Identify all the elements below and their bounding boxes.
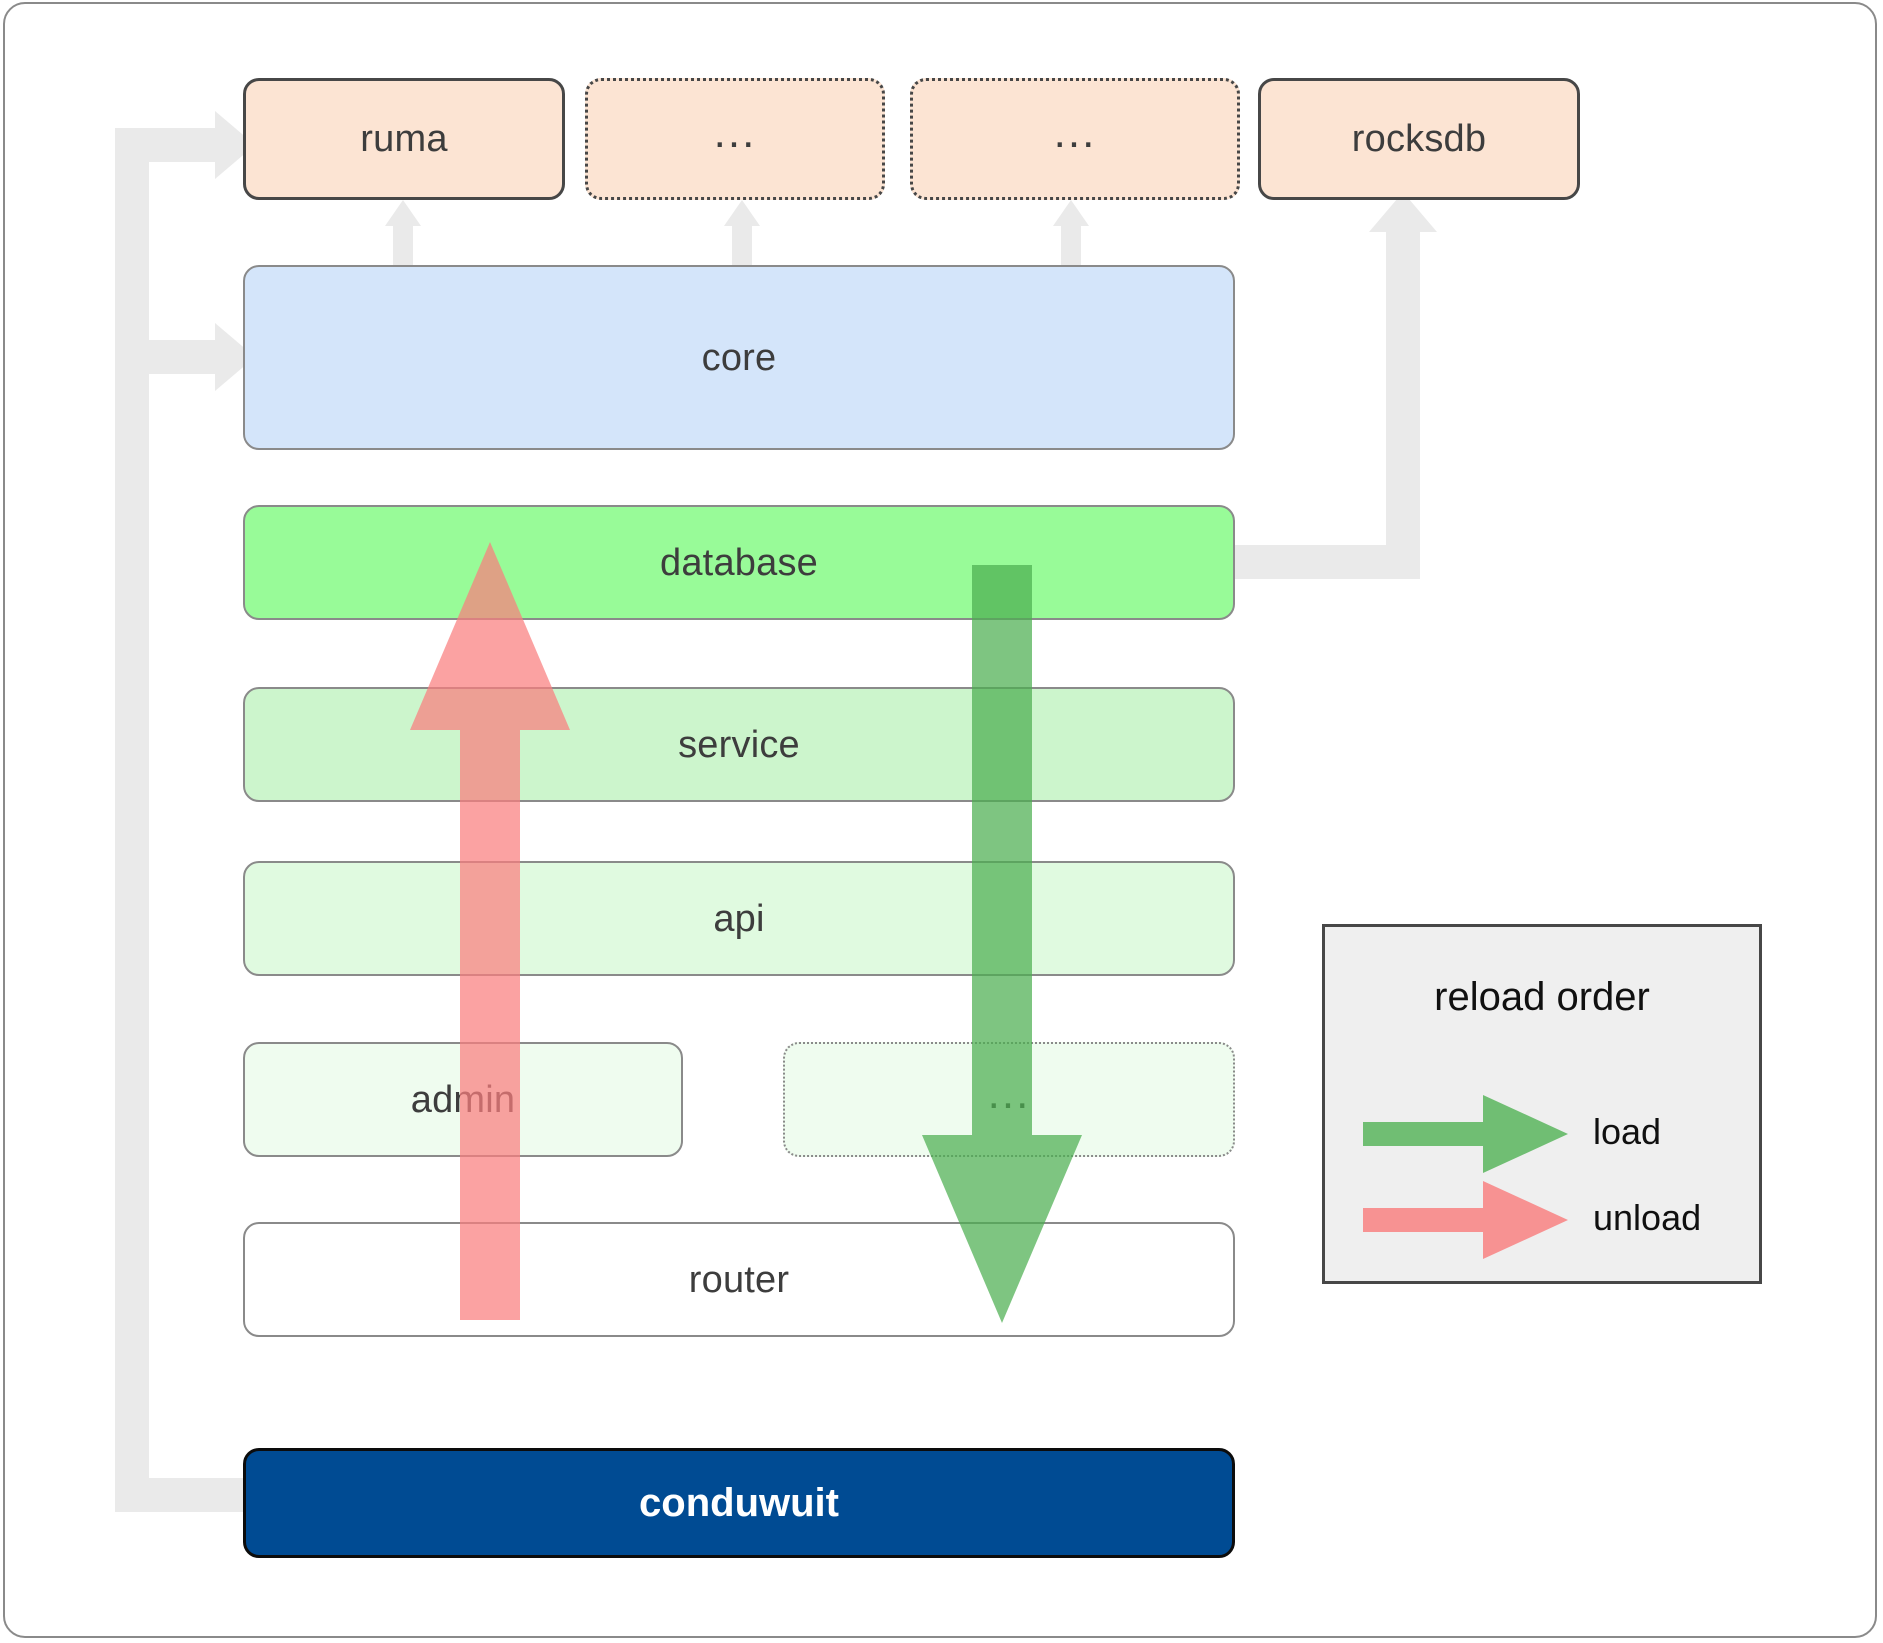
layer-label: service: [678, 723, 800, 766]
app-box-conduwuit[interactable]: conduwuit: [243, 1448, 1235, 1558]
layer-label: router: [688, 1258, 790, 1301]
dependency-label: ruma: [360, 118, 448, 160]
connector-trunk: [115, 128, 149, 1512]
core-to-dep2-head-icon: [724, 200, 760, 226]
connector-branch-ruma: [115, 128, 215, 162]
layer-label: database: [660, 541, 818, 584]
app-label: conduwuit: [639, 1480, 839, 1525]
dependency-box-rocksdb[interactable]: rocksdb: [1258, 78, 1580, 200]
core-to-dep3-stem: [1061, 225, 1081, 265]
legend-title: reload order: [1434, 975, 1650, 1019]
layer-box-database[interactable]: database: [243, 505, 1235, 620]
dependency-label: ...: [713, 108, 757, 157]
core-box[interactable]: core: [243, 265, 1235, 450]
layer-box-router[interactable]: router: [243, 1222, 1235, 1337]
core-label: core: [701, 336, 777, 379]
dependency-label: ...: [1053, 108, 1097, 157]
load-flow-arrow: [892, 565, 1112, 1335]
dependency-label: rocksdb: [1351, 118, 1487, 160]
core-to-dep2-stem: [732, 225, 752, 265]
legend-panel: reload order load unload: [1322, 924, 1762, 1284]
legend-unload-arrow-icon: [1363, 1181, 1568, 1259]
core-to-dep3-head-icon: [1053, 200, 1089, 226]
dependency-box-ruma[interactable]: ruma: [243, 78, 565, 200]
core-to-ruma-stem: [393, 225, 413, 265]
connector-db-riser: [1386, 230, 1420, 579]
dependency-box-3[interactable]: ...: [910, 78, 1240, 200]
layer-box-api[interactable]: api: [243, 861, 1235, 976]
legend-load-label: load: [1593, 1111, 1662, 1152]
connector-branch-core: [115, 340, 215, 374]
legend-unload-label: unload: [1593, 1197, 1702, 1238]
core-to-ruma-head-icon: [385, 200, 421, 226]
dependency-box-2[interactable]: ...: [585, 78, 885, 200]
layer-label: api: [713, 897, 765, 940]
unload-flow-arrow: [380, 530, 600, 1320]
layer-box-service[interactable]: service: [243, 687, 1235, 802]
legend-load-arrow-icon: [1363, 1095, 1568, 1173]
